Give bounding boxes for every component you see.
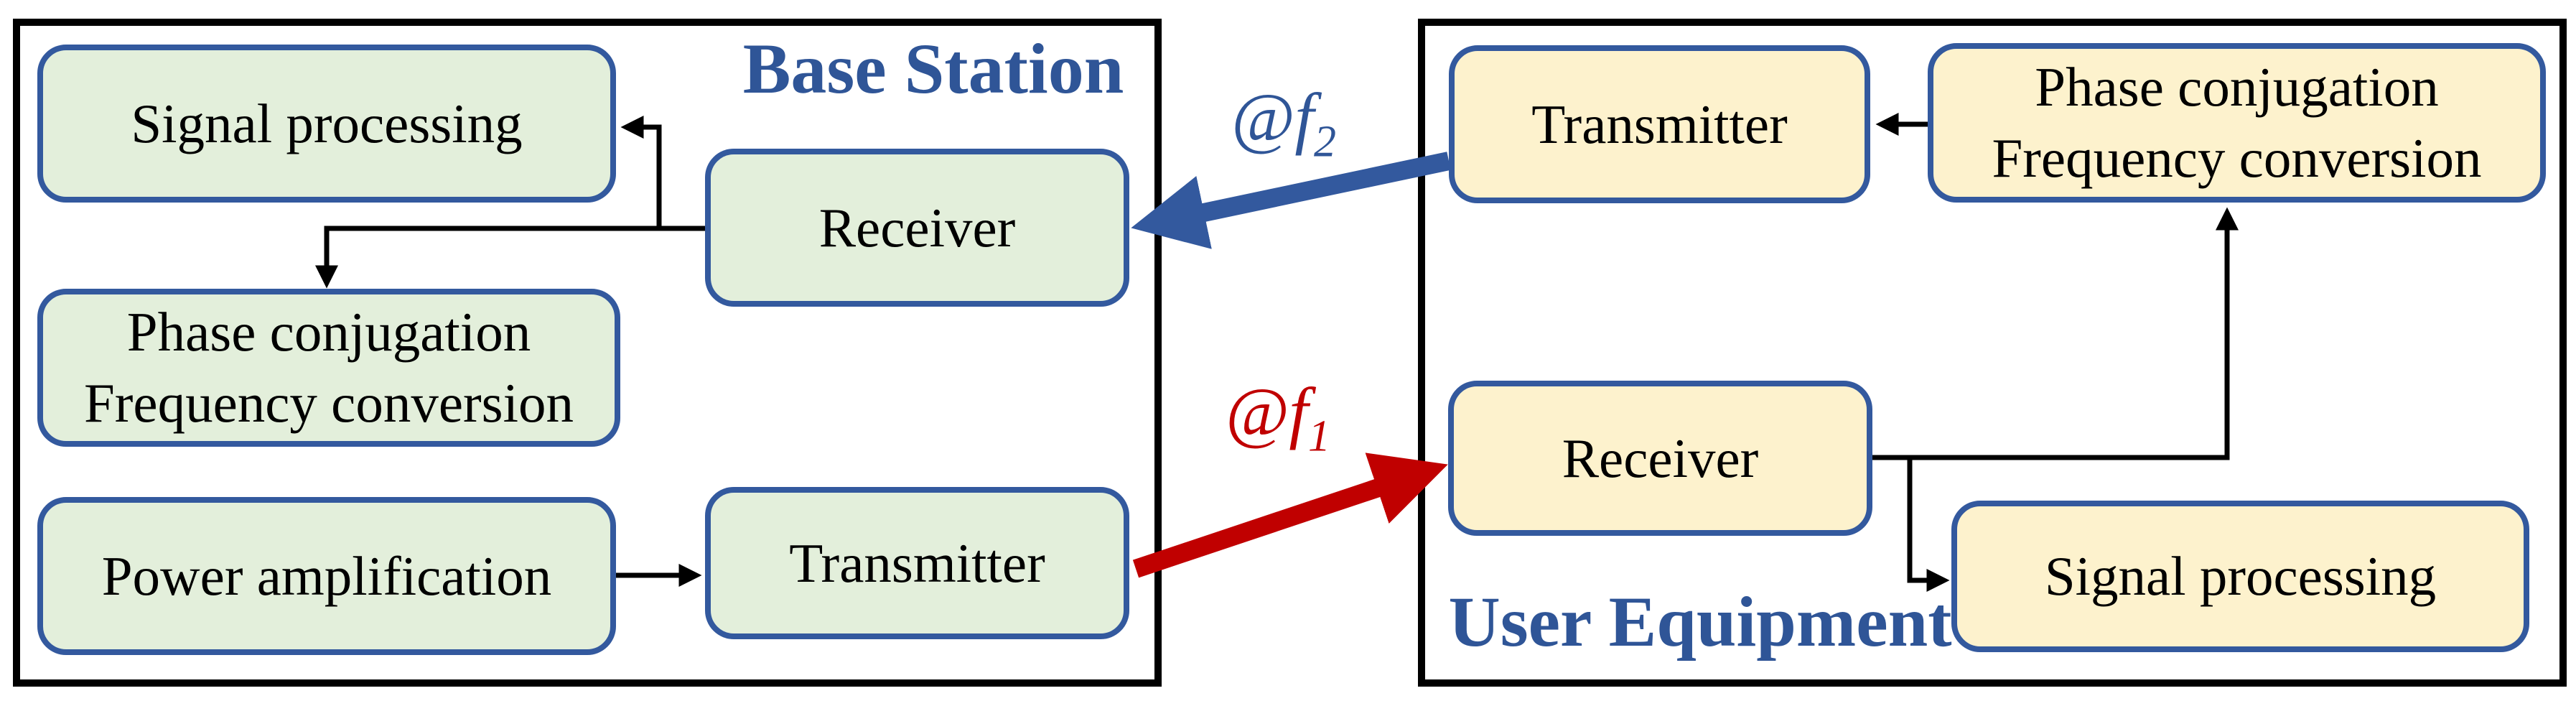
- ue-transmitter-label: Transmitter: [1531, 93, 1788, 155]
- ue-receiver-label: Receiver: [1562, 427, 1759, 489]
- user-equipment-group-box: [1418, 19, 2567, 687]
- ue-phase-conjugation-line2: Frequency conversion: [1992, 127, 2482, 189]
- bs-phase-conjugation-block: Phase conjugation Frequency conversion: [37, 289, 620, 447]
- base-station-group-box: [13, 19, 1162, 687]
- bs-transmitter-block: Transmitter: [705, 487, 1129, 639]
- uplink-frequency-text: @f: [1231, 79, 1314, 156]
- downlink-frequency-label: @f1: [1226, 372, 1330, 459]
- uplink-arrow-f2: [1131, 152, 1451, 249]
- ue-phase-conjugation-line1: Phase conjugation: [2035, 56, 2439, 119]
- base-station-title: Base Station: [742, 29, 1124, 108]
- downlink-arrow-f1: [1132, 452, 1448, 578]
- downlink-frequency-subscript: 1: [1307, 412, 1330, 461]
- ue-signal-processing-label: Signal processing: [2044, 545, 2437, 608]
- bs-receiver-block: Receiver: [705, 149, 1129, 307]
- ue-signal-processing-block: Signal processing: [1951, 501, 2529, 652]
- bs-power-amplification-block: Power amplification: [37, 497, 616, 655]
- bs-phase-conjugation-line1: Phase conjugation: [126, 301, 531, 363]
- bs-signal-processing-block: Signal processing: [37, 45, 616, 203]
- bs-signal-processing-label: Signal processing: [131, 92, 523, 154]
- uplink-frequency-subscript: 2: [1313, 117, 1336, 167]
- ue-phase-conjugation-block: Phase conjugation Frequency conversion: [1928, 43, 2546, 203]
- bs-receiver-label: Receiver: [818, 196, 1016, 259]
- bs-phase-conjugation-line2: Frequency conversion: [83, 372, 574, 434]
- bs-transmitter-label: Transmitter: [789, 531, 1045, 594]
- downlink-frequency-text: @f: [1226, 373, 1308, 450]
- ue-transmitter-block: Transmitter: [1449, 45, 1870, 203]
- uplink-frequency-label: @f2: [1231, 78, 1336, 164]
- user-equipment-title: User Equipment: [1448, 582, 1952, 661]
- ue-receiver-block: Receiver: [1448, 381, 1872, 536]
- bs-power-amplification-label: Power amplification: [101, 544, 552, 607]
